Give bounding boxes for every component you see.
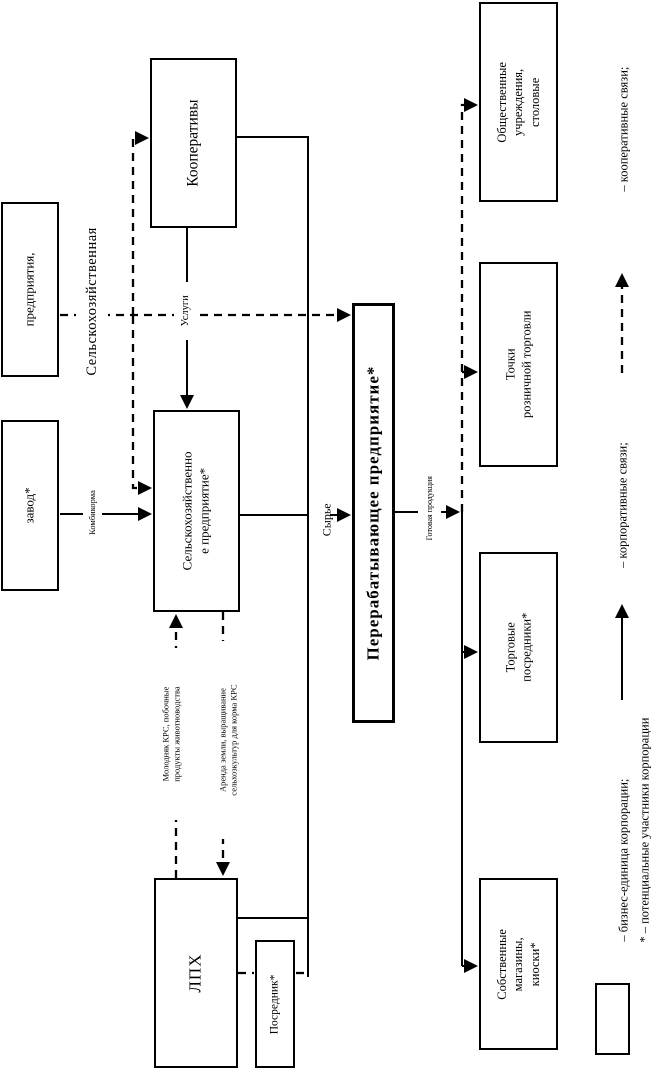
node-torgovye-label: Торговые посредники* <box>503 612 534 683</box>
edge-label-uslugi: Услуги <box>174 282 198 340</box>
node-selhoz: Сельскохозяйственно е предприятие* <box>153 410 240 612</box>
node-pererab-label: Перерабатывающее предприятие* <box>363 365 383 661</box>
edge-label-kombikorma-text: Комбикорма <box>86 490 97 536</box>
node-lph-label: ЛПХ <box>185 953 205 993</box>
edge-label-kombikorma: Комбикорма <box>83 476 102 550</box>
edge-label-molodnyak: Молодняк КРС, побочные продукты животнов… <box>155 648 189 820</box>
edge-label-gotovaya: Готовая продукция <box>422 455 439 561</box>
node-kooperativy: Кооперативы <box>150 58 237 228</box>
edge-label-uslugi-text: Услуги <box>180 295 192 327</box>
edge-to-kooperativy-line <box>131 131 149 315</box>
node-zavod-label: завод* <box>21 487 37 524</box>
node-zavod: завод* <box>1 420 59 591</box>
edge-label-arenda-text: Аренда земли, выращивание сельхозкультур… <box>217 684 239 796</box>
legend-cooperative-links: – кооперативные связи; <box>610 21 636 237</box>
legend-corporate-links: – корпоративные связи; <box>610 411 636 599</box>
node-predpriyatiya: предприятия, <box>1 202 59 377</box>
node-posrednik-label: Посредник* <box>268 974 281 1034</box>
edge-label-selhoz-products: Сельскохозяйственная <box>76 206 108 396</box>
node-tochki-label: Точки розничной торговли <box>503 310 534 419</box>
node-lph: ЛПХ <box>154 878 238 1068</box>
node-kooperativy-label: Кооперативы <box>184 99 202 187</box>
node-sobstvennye-label: Собственные магазины, киоски* <box>495 928 542 1000</box>
legend-corporate-links-text: – корпоративные связи; <box>615 442 630 568</box>
legend-potential-members: * – потенциальные участники корпорации <box>632 631 657 1029</box>
node-obshchestvennye-label: Общественные учреждения, столовые <box>495 61 542 143</box>
node-sobstvennye: Собственные магазины, киоски* <box>479 878 558 1050</box>
legend-business-unit-text: – бизнес-единица корпорации; <box>615 778 630 942</box>
node-obshchestvennye: Общественные учреждения, столовые <box>479 2 558 202</box>
edge-label-molodnyak-text: Молодняк КРС, побочные продукты животнов… <box>160 686 183 782</box>
node-tochki: Точки розничной торговли <box>479 262 558 467</box>
edge-to-selhoz-line <box>131 316 152 495</box>
trunk-koop-lph <box>237 136 309 977</box>
node-torgovye: Торговые посредники* <box>479 552 558 743</box>
legend-potential-members-text: * – потенциальные участники корпорации <box>637 717 652 943</box>
node-posrednik: Посредник* <box>255 940 295 1068</box>
edge-label-selhoz-products-text: Сельскохозяйственная <box>83 226 100 376</box>
edge-label-syrye: Сырье <box>314 490 340 550</box>
trunk-sales-dashed <box>460 98 478 512</box>
edge-label-gotovaya-text: Готовая продукция <box>425 475 435 541</box>
edge-label-arenda: Аренда земли, выращивание сельхозкультур… <box>209 641 249 839</box>
legend-box-sample <box>595 983 630 1055</box>
node-pererab: Перерабатывающее предприятие* <box>352 303 395 723</box>
legend-cooperative-links-text: – кооперативные связи; <box>615 66 630 192</box>
legend-business-unit: – бизнес-единица корпорации; <box>610 736 636 984</box>
edge-label-syrye-text: Сырье <box>319 503 334 537</box>
node-selhoz-label: Сельскохозяйственно е предприятие* <box>179 451 212 571</box>
node-predpriyatiya-label: предприятия, <box>21 252 37 327</box>
